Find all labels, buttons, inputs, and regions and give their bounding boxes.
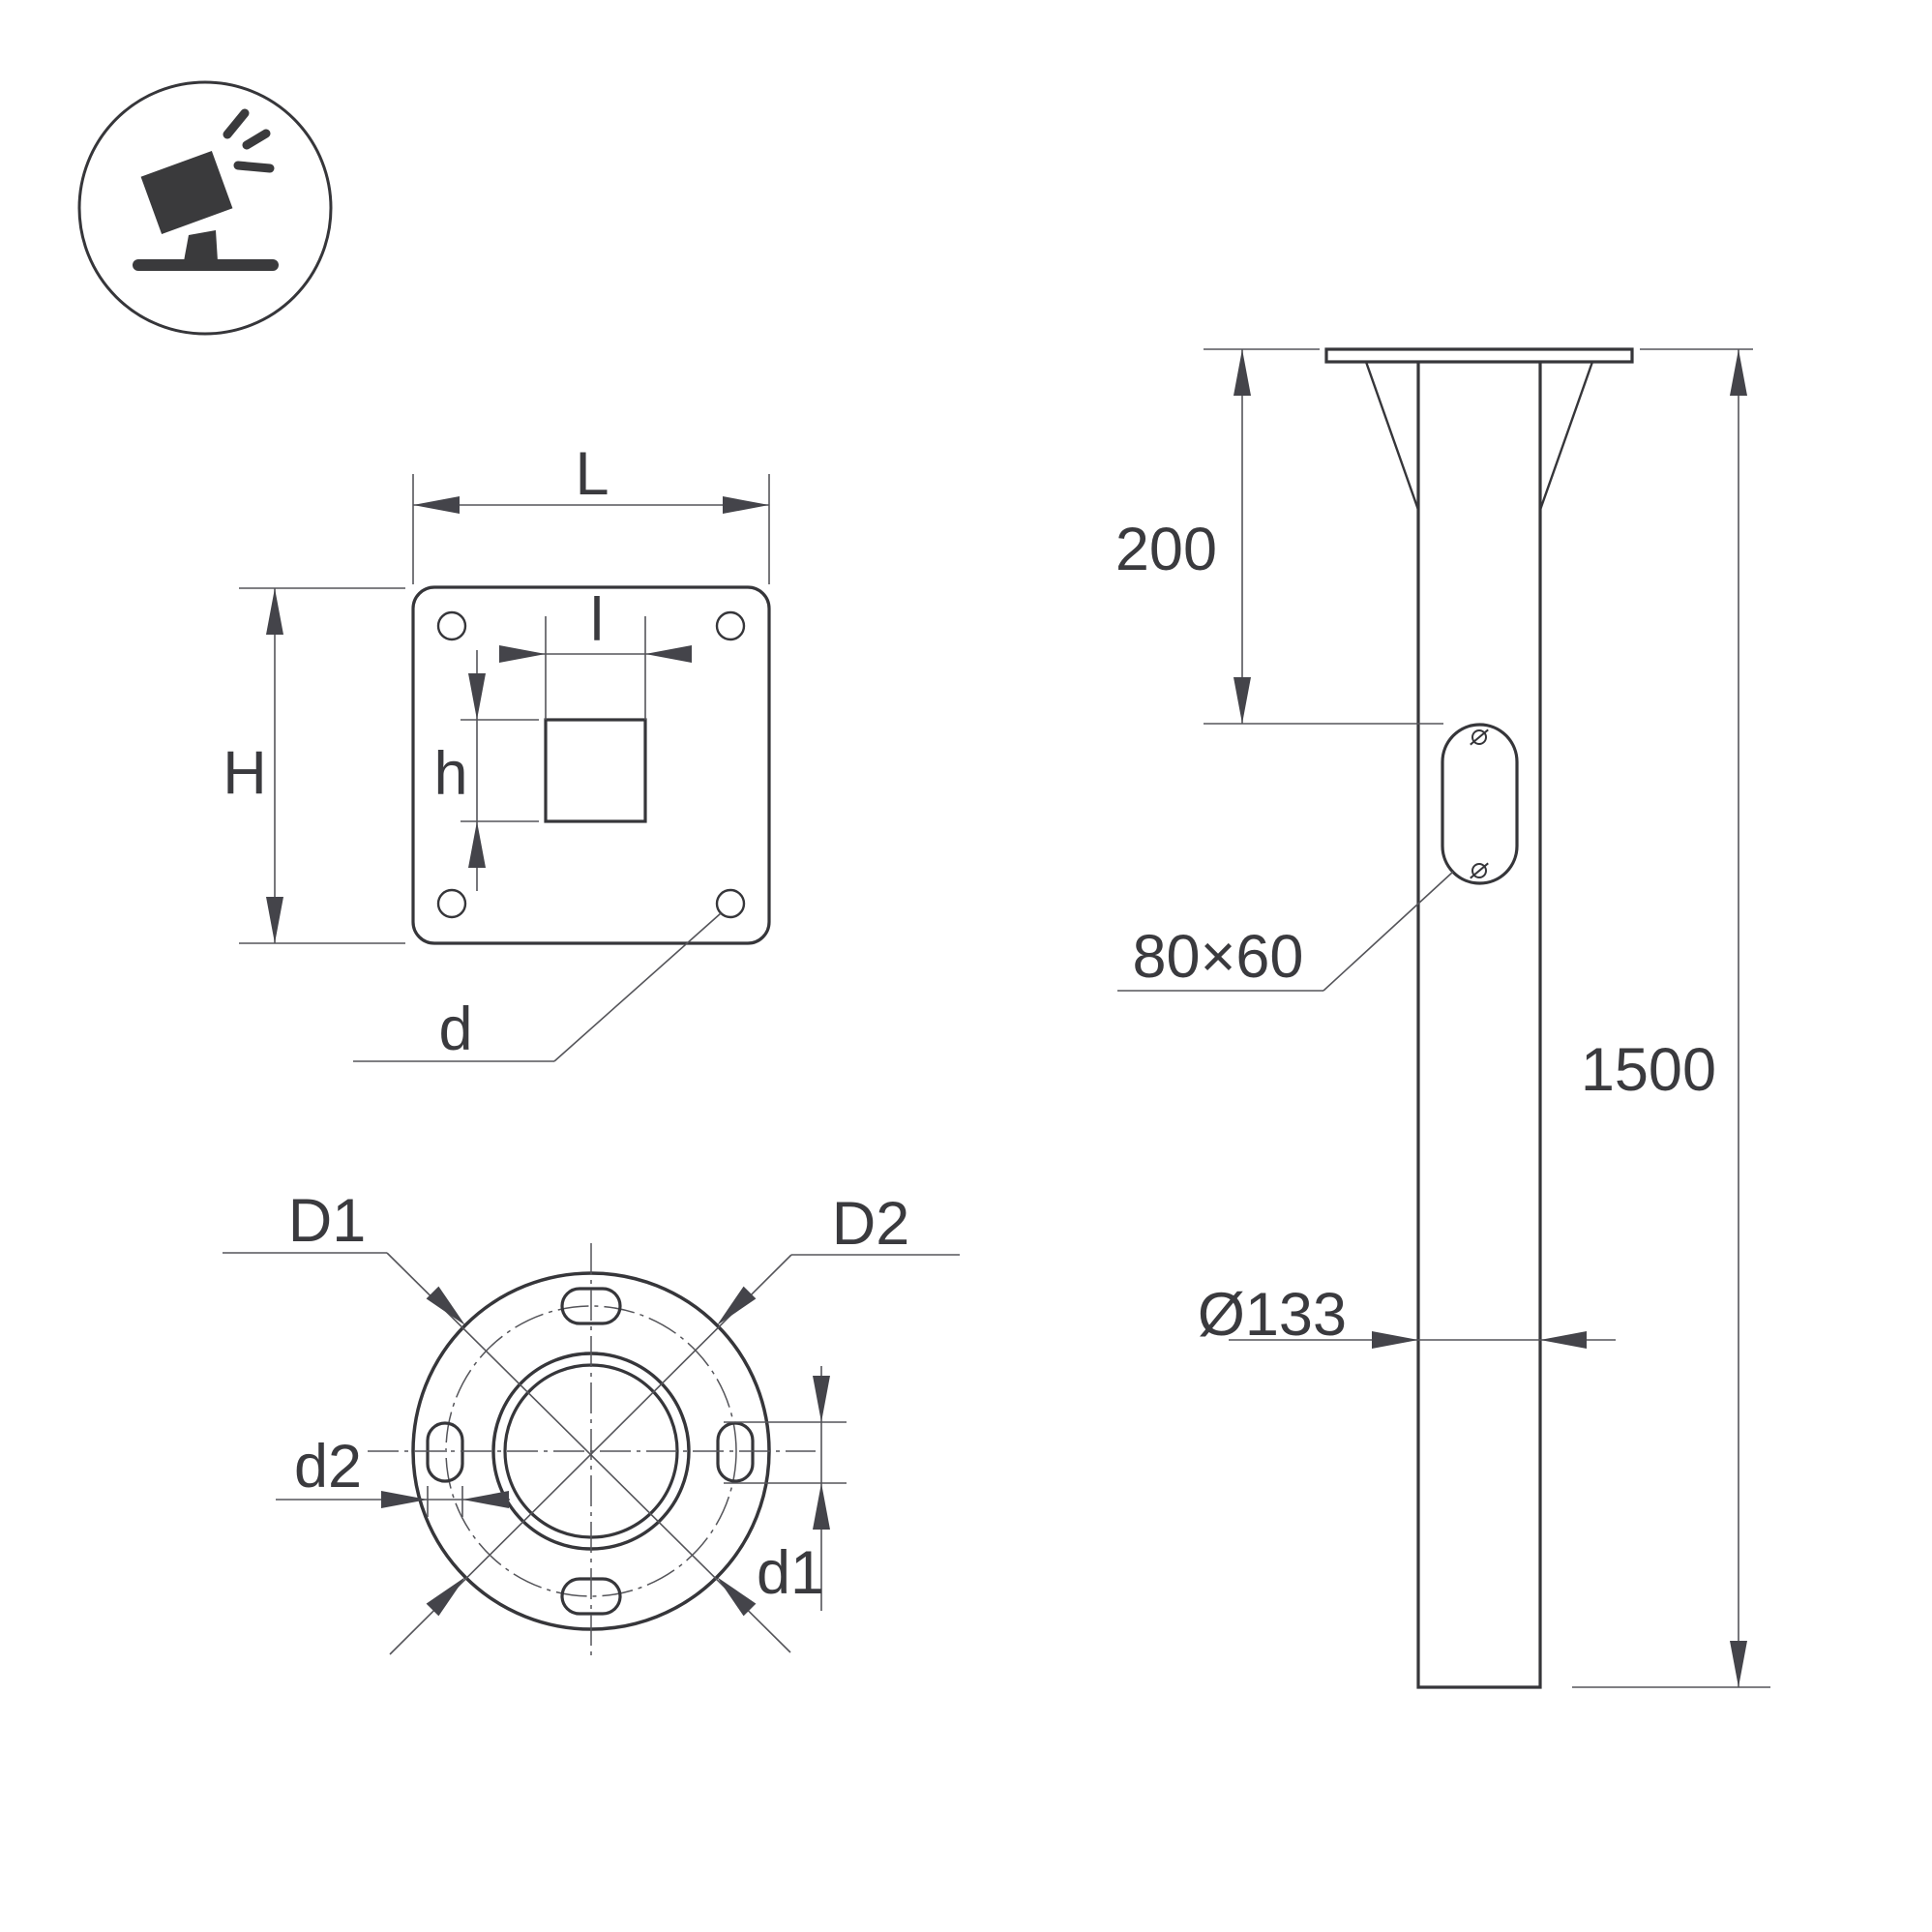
slot-hole-right (716, 1421, 755, 1483)
dim-label-d1: d1 (757, 1539, 824, 1607)
center-square-hole (544, 718, 647, 823)
dim-label-H: H (223, 739, 267, 807)
dim-d2: d2 (276, 1433, 510, 1517)
floodlight-stand (184, 230, 218, 261)
corner-hole (715, 610, 746, 641)
floodlight-base (133, 259, 279, 271)
light-rays (223, 108, 275, 173)
top-flange-plate (1324, 347, 1634, 364)
floodlight-body (140, 151, 233, 234)
dim-label-D1: D1 (288, 1187, 367, 1255)
bolt-circle (445, 1305, 737, 1597)
flange-bottom-view: D1 D2 d2 d1 (223, 1187, 960, 1660)
dim-label-d2: d2 (294, 1433, 362, 1501)
slot-hole-top (560, 1287, 622, 1325)
dim-label-d: d (438, 996, 472, 1063)
dim-label-D2: D2 (832, 1190, 910, 1258)
leader-d: d (353, 912, 722, 1063)
screw-top (1470, 728, 1489, 746)
dim-label-80x60: 80×60 (1133, 923, 1304, 991)
dim-label-1500: 1500 (1581, 1036, 1716, 1104)
corner-hole (715, 888, 746, 919)
pole-outline (1416, 362, 1542, 1689)
dim-label-L: L (575, 440, 609, 508)
dim-200: 200 (1115, 348, 1443, 725)
taper-line-left (1364, 361, 1420, 511)
leader-80x60: 80×60 (1117, 871, 1454, 992)
dim-label-l: l (590, 586, 604, 654)
dim-h: h (433, 650, 539, 891)
access-hole (1441, 723, 1519, 885)
dim-1500: 1500 (1572, 348, 1770, 1688)
screw-bottom (1470, 862, 1489, 879)
pole-side-view: 200 1500 Ø133 80×60 (1115, 347, 1770, 1689)
dim-l: l (499, 586, 692, 720)
dim-H: H (223, 587, 405, 944)
flange-plan-view: L H l h (223, 440, 771, 1063)
taper-line-right (1538, 361, 1594, 511)
corner-hole (436, 888, 467, 919)
dim-L: L (412, 440, 770, 584)
dim-D2: D2 (389, 1190, 960, 1655)
dim-d1: d1 (724, 1366, 847, 1611)
corner-hole (436, 610, 467, 641)
flange-plate-outline (411, 585, 771, 945)
slot-hole-left (426, 1421, 464, 1483)
tilted-floodlight-icon (77, 80, 333, 336)
dim-label-diameter: Ø133 (1198, 1281, 1347, 1349)
dim-label-200: 200 (1115, 516, 1217, 583)
dim-diameter: Ø133 (1198, 1281, 1616, 1349)
dim-label-h: h (433, 740, 467, 808)
dim-D1: D1 (223, 1187, 791, 1653)
